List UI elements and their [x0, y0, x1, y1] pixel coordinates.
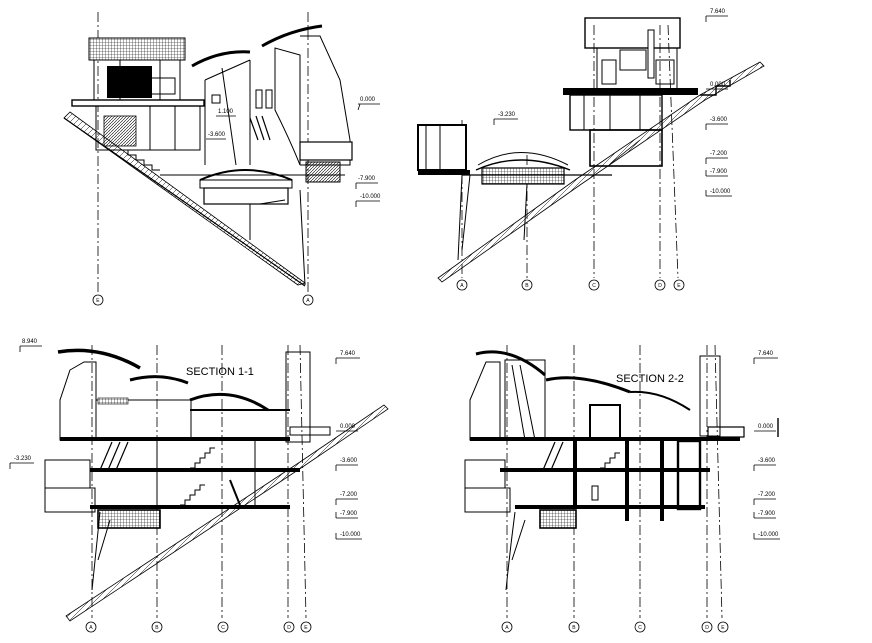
svg-text:-3.600: -3.600 — [758, 458, 776, 464]
axis-bubble-a: A — [85, 621, 97, 633]
level-markers: 7.640 0.000 -3.600 -7.200 -7.900 -10.000 — [753, 351, 780, 540]
axis-bubble-c: C — [217, 621, 229, 633]
axis-bubble-d: D — [701, 621, 713, 633]
svg-text:C: C — [592, 283, 596, 289]
svg-text:-7.900: -7.900 — [758, 511, 776, 517]
elevation-2: 7.640 0.000 -3.230 -3.600 -7.200 -7.900 … — [417, 9, 765, 291]
svg-text:-3.600: -3.600 — [340, 458, 358, 464]
axis-bubble-e: E — [300, 621, 312, 633]
svg-text:A: A — [460, 283, 464, 289]
terrain-slope — [65, 404, 389, 622]
axis-bubble-b: B — [151, 621, 163, 633]
section-title: SECTION 1-1 — [186, 366, 254, 378]
svg-text:-7.200: -7.200 — [340, 492, 358, 498]
level-label: 0.000 — [360, 97, 376, 103]
level-markers: 0.000 1.100 -3.600 -7.900 -10.000 — [206, 97, 381, 207]
level-markers: 7.640 0.000 -3.230 -3.600 -7.200 -7.900 … — [493, 9, 732, 197]
terrain-slope — [63, 111, 306, 286]
axis-bubble-b: B — [521, 279, 533, 291]
svg-text:-10.000: -10.000 — [340, 532, 361, 538]
svg-text:-7.200: -7.200 — [710, 151, 728, 157]
level-label: -7.900 — [358, 176, 376, 182]
svg-text:B: B — [572, 625, 576, 631]
svg-text:C: C — [638, 625, 642, 631]
svg-text:-7.200: -7.200 — [758, 492, 776, 498]
grid-line-e — [667, 24, 679, 279]
level-label: -10.000 — [360, 194, 381, 200]
section-1-1: SECTION 1-1 8.940 7.6 — [9, 339, 389, 633]
svg-text:7.640: 7.640 — [710, 9, 726, 15]
axis-bubble-d: D — [654, 279, 666, 291]
axis-bubble-a: A — [456, 279, 468, 291]
svg-text:-7.900: -7.900 — [710, 169, 728, 175]
section-title: SECTION 2-2 — [616, 373, 684, 385]
level-label: 1.100 — [218, 109, 234, 115]
svg-text:7.640: 7.640 — [758, 351, 774, 357]
svg-text:E: E — [96, 298, 100, 304]
svg-text:A: A — [89, 625, 93, 631]
axis-bubble-c: C — [588, 279, 600, 291]
axis-bubble-b: B — [568, 621, 580, 633]
svg-text:7.640: 7.640 — [340, 351, 356, 357]
svg-text:0.000: 0.000 — [710, 82, 726, 88]
svg-text:E: E — [721, 625, 725, 631]
svg-text:-3.600: -3.600 — [710, 117, 728, 123]
axis-bubble-e: E — [717, 621, 729, 633]
svg-text:D: D — [287, 625, 291, 631]
svg-text:-10.000: -10.000 — [710, 189, 731, 195]
svg-text:D: D — [658, 283, 662, 289]
svg-text:E: E — [304, 625, 308, 631]
level-label: -3.600 — [208, 132, 226, 138]
axis-bubble-a: A — [501, 621, 513, 633]
axis-bubble-e: E — [673, 279, 685, 291]
roof-block — [88, 37, 186, 61]
svg-text:-7.900: -7.900 — [340, 511, 358, 517]
svg-text:D: D — [705, 625, 709, 631]
elevation-1: 0.000 1.100 -3.600 -7.900 -10.000 E A — [63, 12, 381, 306]
axis-bubble-d: D — [283, 621, 295, 633]
level-markers: 8.940 7.640 0.000 -3.230 -3.600 -7.200 -… — [9, 339, 362, 540]
svg-text:8.940: 8.940 — [22, 339, 38, 345]
terrain-slope — [437, 61, 765, 283]
axis-bubble-c: C — [634, 621, 646, 633]
svg-text:A: A — [505, 625, 509, 631]
svg-text:0.000: 0.000 — [340, 424, 356, 430]
svg-text:-10.000: -10.000 — [758, 532, 779, 538]
svg-text:E: E — [677, 283, 681, 289]
svg-text:-3.230: -3.230 — [14, 456, 32, 462]
svg-text:B: B — [155, 625, 159, 631]
axis-bubble-e: E — [92, 294, 104, 306]
section-2-2: SECTION 2-2 7.640 0.0 — [464, 344, 780, 633]
svg-text:C: C — [221, 625, 225, 631]
svg-text:A: A — [306, 298, 310, 304]
svg-text:B: B — [525, 283, 529, 289]
axis-bubble-a: A — [302, 294, 314, 306]
svg-text:-3.230: -3.230 — [498, 112, 516, 118]
svg-text:0.000: 0.000 — [758, 424, 774, 430]
